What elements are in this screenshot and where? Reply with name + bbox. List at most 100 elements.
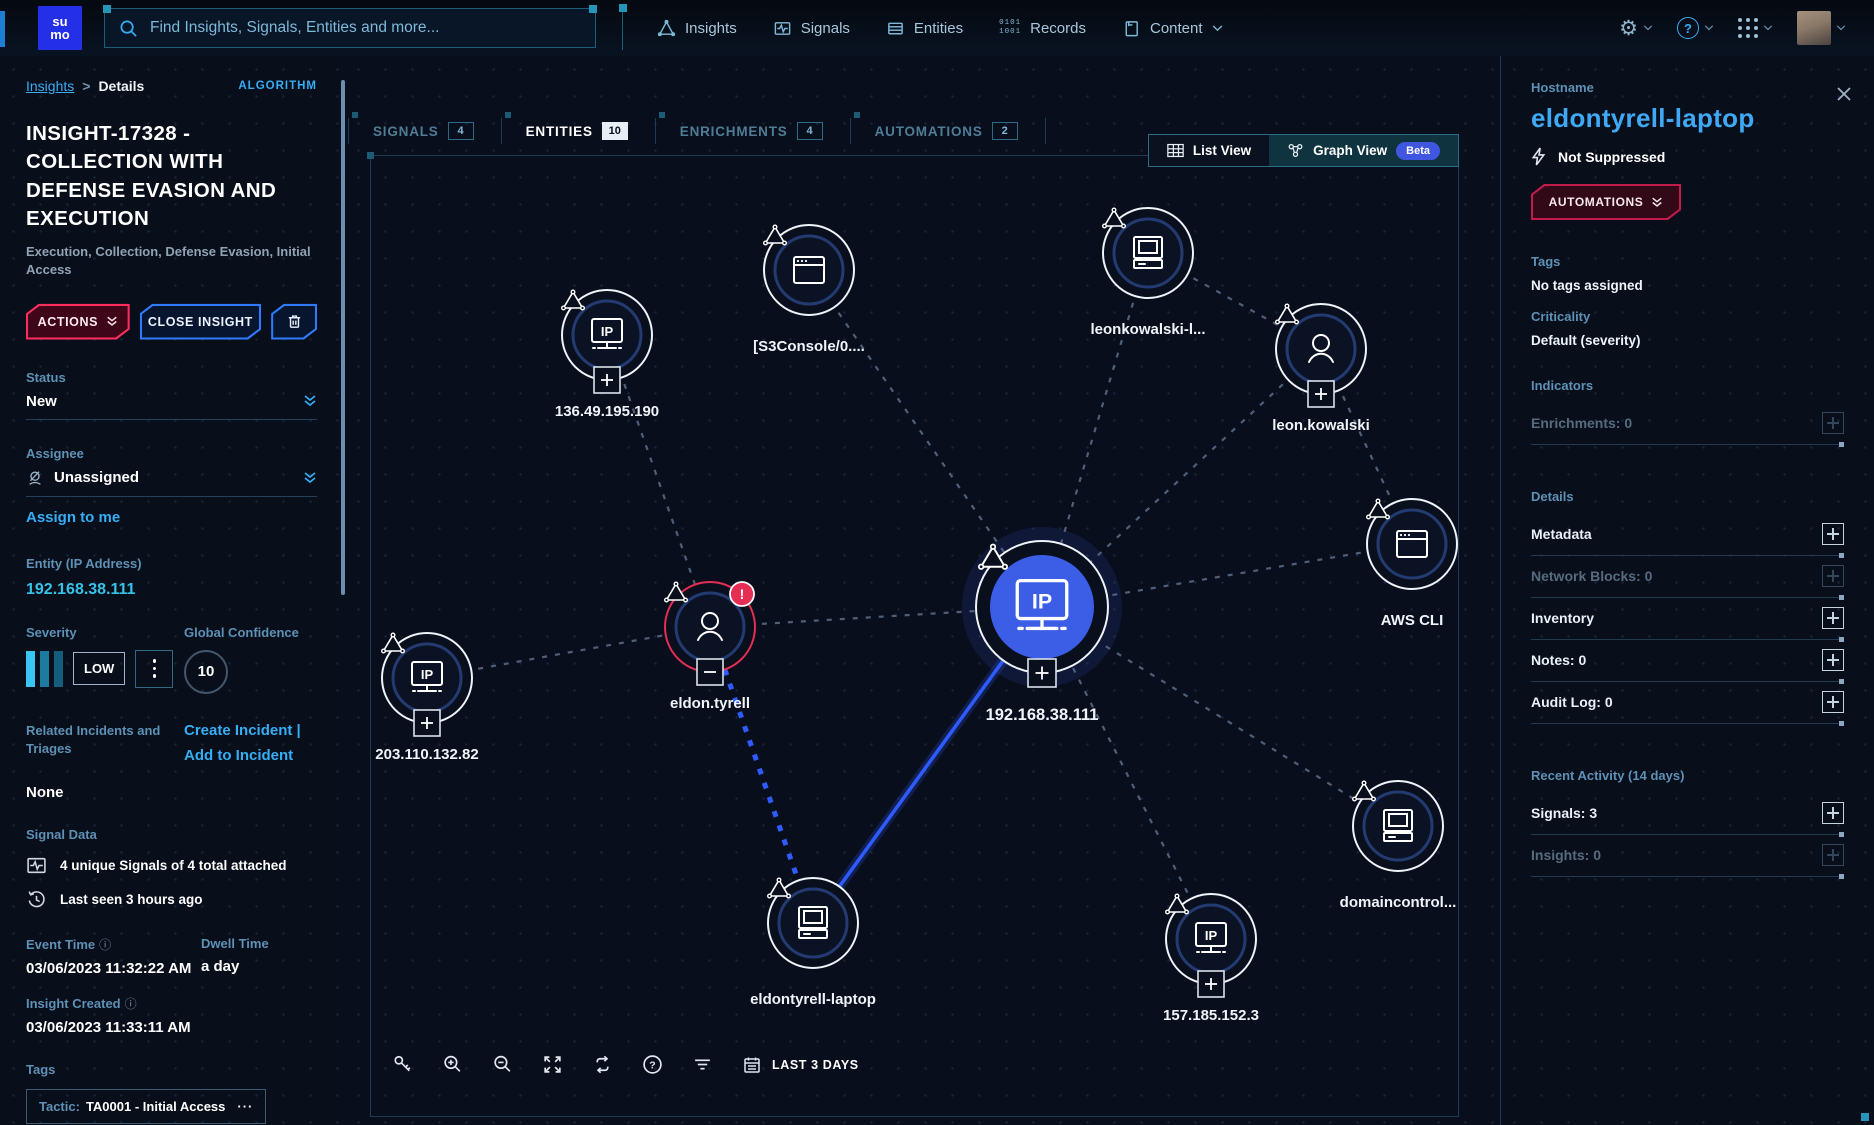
tactic-tag[interactable]: Tactic: TA0001 - Initial Access ··· xyxy=(26,1088,267,1124)
expand-plus-icon[interactable] xyxy=(1822,649,1844,671)
zoom-out-button[interactable] xyxy=(492,1054,513,1075)
chevron-down-icon xyxy=(1836,25,1846,31)
fit-view-button[interactable] xyxy=(542,1054,563,1075)
nav-records[interactable]: 0101 1001 Records xyxy=(999,19,1086,36)
nav-records-label: Records xyxy=(1030,19,1086,37)
expand-node-button[interactable] xyxy=(593,366,621,394)
breadcrumb-insights-link[interactable]: Insights xyxy=(26,78,75,94)
graph-node-203-110-132-82[interactable]: IP 203.110.132.82 xyxy=(375,632,479,763)
browser-icon xyxy=(1396,530,1428,558)
expand-plus-icon[interactable] xyxy=(1822,523,1844,545)
beta-badge: Beta xyxy=(1396,141,1440,160)
graph-node-192-168-38-111-selected[interactable]: IP 192.168.38.111 xyxy=(962,527,1122,724)
global-confidence-value: 10 xyxy=(184,649,228,694)
user-menu[interactable] xyxy=(1797,11,1846,45)
graph-view-button[interactable]: Graph View Beta xyxy=(1269,135,1458,166)
graph-node-136-49-195-190[interactable]: IP 136.49.195.190 xyxy=(555,289,659,420)
graph-help-button[interactable]: ? xyxy=(642,1054,663,1075)
lightning-icon xyxy=(1531,147,1546,166)
criticality-label: Criticality xyxy=(1531,309,1591,324)
search-input[interactable] xyxy=(150,19,581,37)
expand-node-button[interactable] xyxy=(1197,970,1225,998)
expand-plus-icon[interactable] xyxy=(1822,691,1844,713)
settings-menu[interactable]: ⚙ xyxy=(1619,16,1653,41)
delete-insight-button[interactable] xyxy=(271,304,317,340)
expand-plus-icon[interactable] xyxy=(1822,607,1844,629)
graph-node-eldontyrell-laptop[interactable]: eldontyrell-laptop xyxy=(750,877,876,1008)
node-label: 157.185.152.3 xyxy=(1163,1007,1259,1024)
entity-graph[interactable]: IP 136.49.195.190 xyxy=(345,56,1500,1125)
signal-waveform-icon xyxy=(27,857,46,873)
automations-button[interactable]: AUTOMATIONS xyxy=(1531,184,1681,220)
graph-node-leon-kowalski[interactable]: leon.kowalski xyxy=(1272,303,1370,434)
hostname-value-link[interactable]: eldontyrell-laptop xyxy=(1531,103,1755,133)
sumo-logic-logo[interactable]: su mo xyxy=(38,6,82,50)
insight-action-buttons: ACTIONS CLOSE INSIGHT xyxy=(26,304,317,340)
collapse-node-button[interactable] xyxy=(696,658,724,686)
graph-node-leonkowalski-laptop[interactable]: leonkowalski-l... xyxy=(1090,207,1206,338)
insight-triangle-badge xyxy=(1101,207,1126,229)
expand-node-button[interactable] xyxy=(413,709,441,737)
graph-node-157-185-152-3[interactable]: IP 157.185.152.3 xyxy=(1163,893,1259,1024)
expand-plus-icon[interactable] xyxy=(1822,844,1844,866)
assignee-select[interactable]: Unassigned xyxy=(26,461,317,497)
graph-node-eldon-tyrell[interactable]: ! eldon.tyrell xyxy=(663,581,756,712)
create-incident-link[interactable]: Create Incident | xyxy=(184,721,301,739)
status-select[interactable]: New xyxy=(26,385,317,420)
nav-signals[interactable]: Signals xyxy=(773,19,850,38)
list-view-button[interactable]: List View xyxy=(1148,135,1270,166)
nav-content[interactable]: Content xyxy=(1122,19,1223,38)
zoom-in-button[interactable] xyxy=(442,1054,463,1075)
computer-icon xyxy=(1383,809,1413,842)
notes-row[interactable]: Notes: 0 xyxy=(1531,640,1844,684)
audit-log-row[interactable]: Audit Log: 0 xyxy=(1531,682,1844,726)
svg-text:IP: IP xyxy=(601,324,614,339)
assign-to-me-link[interactable]: Assign to me xyxy=(26,508,121,526)
chevron-down-icon xyxy=(1212,24,1222,31)
nav-entities[interactable]: Entities xyxy=(886,19,963,38)
global-search[interactable] xyxy=(103,5,597,48)
filter-button[interactable] xyxy=(692,1054,713,1075)
logo-line1: su xyxy=(52,14,68,29)
expand-plus-icon[interactable] xyxy=(1822,565,1844,587)
graph-node-s3console[interactable]: [S3Console/0.... xyxy=(753,224,865,355)
filter-icon xyxy=(695,1059,710,1070)
expand-plus-icon[interactable] xyxy=(1822,802,1844,824)
enrichments-row[interactable]: Enrichments: 0 xyxy=(1531,403,1844,447)
network-blocks-row[interactable]: Network Blocks: 0 xyxy=(1531,556,1844,600)
left-panel-scrollbar[interactable] xyxy=(341,80,345,595)
inventory-row[interactable]: Inventory xyxy=(1531,598,1844,642)
nav-insights[interactable]: Insights xyxy=(657,19,737,38)
severity-value[interactable]: LOW xyxy=(73,652,126,685)
zoom-out-icon xyxy=(494,1055,511,1072)
actions-button[interactable]: ACTIONS xyxy=(26,304,130,340)
help-menu[interactable]: ? xyxy=(1677,17,1714,39)
close-insight-button[interactable]: CLOSE INSIGHT xyxy=(140,304,262,340)
entities-icon xyxy=(888,22,903,34)
computer-icon xyxy=(1133,236,1163,269)
api-key-button[interactable] xyxy=(392,1054,413,1075)
refresh-layout-button[interactable] xyxy=(592,1054,613,1075)
time-range-selector[interactable]: LAST 3 DAYS xyxy=(742,1055,859,1075)
expand-node-button[interactable] xyxy=(1027,658,1057,688)
assignee-value: Unassigned xyxy=(54,469,140,486)
metadata-row[interactable]: Metadata xyxy=(1531,514,1844,558)
close-panel-button[interactable] xyxy=(1836,86,1852,107)
expand-node-button[interactable] xyxy=(1307,380,1335,408)
graph-node-aws-cli[interactable]: AWS CLI xyxy=(1365,498,1458,629)
recent-signals-row[interactable]: Signals: 3 xyxy=(1531,793,1844,837)
tag-more-menu[interactable]: ··· xyxy=(237,1098,254,1114)
apps-menu[interactable] xyxy=(1738,18,1773,38)
graph-node-domaincontroller[interactable]: domaincontrol... xyxy=(1340,780,1457,911)
node-label: domaincontrol... xyxy=(1340,894,1457,911)
add-to-incident-link[interactable]: Add to Incident xyxy=(184,746,294,764)
entity-ip-link[interactable]: 192.168.38.111 xyxy=(26,580,136,598)
severity-kebab-menu[interactable] xyxy=(135,649,174,688)
recent-insights-row[interactable]: Insights: 0 xyxy=(1531,835,1844,879)
expand-plus-icon[interactable] xyxy=(1822,412,1844,434)
